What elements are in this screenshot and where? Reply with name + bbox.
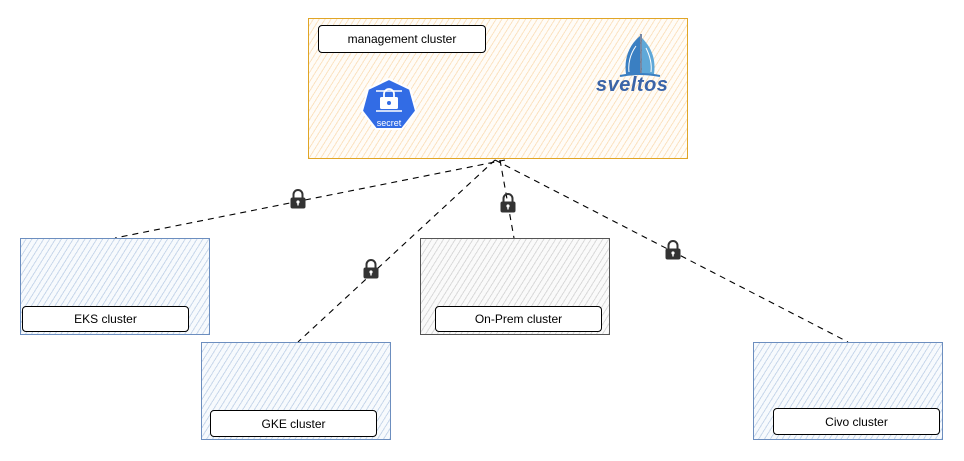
connection-gke (297, 159, 496, 343)
management-cluster-label-text: management cluster (347, 32, 457, 46)
onprem-cluster-label-text: On-Prem cluster (474, 312, 563, 326)
connection-onprem (499, 159, 515, 239)
management-cluster-label[interactable]: management cluster (318, 25, 486, 53)
gke-cluster-label[interactable]: GKE cluster (210, 410, 377, 437)
eks-cluster-label[interactable]: EKS cluster (22, 306, 189, 332)
sveltos-logo: sveltos (596, 74, 669, 96)
civo-cluster-label[interactable]: Civo cluster (773, 408, 940, 435)
padlock-icon (500, 193, 516, 213)
civo-cluster-label-text: Civo cluster (825, 414, 888, 429)
eks-cluster-label-text: EKS cluster (74, 312, 137, 326)
kubernetes-secret-icon: secret (360, 77, 418, 130)
padlock-icon (363, 259, 379, 279)
padlock-icon (665, 240, 681, 260)
padlock-icon (290, 189, 306, 209)
sailboat-icon (619, 34, 661, 77)
connection-eks (114, 159, 506, 239)
secret-label: secret (377, 118, 402, 128)
gke-cluster-label-text: GKE cluster (261, 416, 326, 431)
onprem-cluster-label[interactable]: On-Prem cluster (435, 306, 602, 332)
